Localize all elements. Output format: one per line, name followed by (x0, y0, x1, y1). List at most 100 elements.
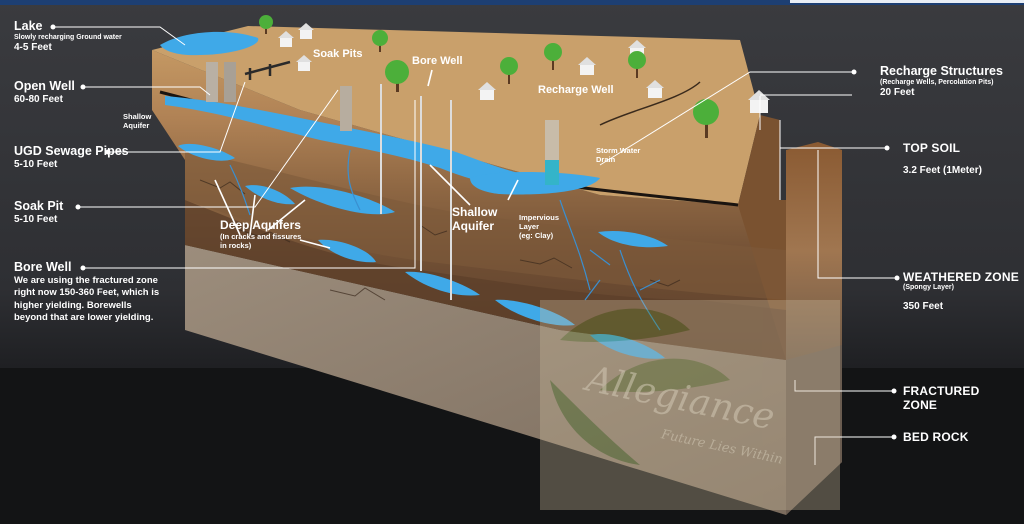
recharge-well-inner-label: Recharge Well (538, 84, 614, 96)
top-accent-light (790, 0, 1024, 3)
ugd-sewage-title: UGD Sewage Pipes (14, 144, 129, 158)
recharge-structures-depth: 20 Feet (880, 87, 915, 99)
recharge-structures-title: Recharge Structures (880, 64, 1003, 78)
house-icon (646, 80, 664, 98)
tree-icon (693, 99, 719, 138)
open-well-title: Open Well (14, 79, 75, 93)
soak-pit-shaft (340, 86, 352, 131)
shallow-aquifer-big-line: Shallow (452, 205, 498, 219)
leader-lines (55, 26, 895, 465)
open-well-label: Open Well 60-80 Feet (14, 79, 75, 106)
lake-title: Lake (14, 19, 43, 33)
weathered-side (786, 142, 842, 360)
bore-well-desc-line: We are using the fractured zone (14, 275, 158, 286)
deep-aquifers-sub-line: in rocks) (220, 241, 252, 251)
shallow-aquifer-small-line: Shallow (123, 112, 152, 121)
bore-well-label: Bore Well We are using the fractured zon… (14, 260, 159, 324)
recharge-structures-label: Recharge Structures (Recharge Wells, Per… (880, 64, 1003, 99)
recharge-pool (470, 172, 600, 195)
fractured-zone-title-line2: ZONE (903, 398, 938, 413)
label-dot (891, 388, 897, 394)
weathered-zone-title: WEATHERED ZONE (903, 270, 1019, 284)
house-icon (278, 31, 294, 47)
bore-well-title: Bore Well (14, 260, 72, 274)
ugd-sewage-label: UGD Sewage Pipes 5-10 Feet (14, 144, 129, 171)
bore-well-desc-line: right now 150-360 Feet, which is (14, 287, 160, 299)
deep-aquifers-sub-line: (In cracks and fissures (220, 232, 302, 242)
deep-aquifers-label: Deep Aquifers (In cracks and fissures in… (220, 218, 301, 250)
deep-aquifer-lens (405, 271, 480, 296)
lake-water (160, 31, 259, 56)
bedrock-layer (185, 245, 842, 515)
deep-aquifer-lens (598, 230, 668, 248)
storm-water-line: Storm Water (596, 146, 641, 155)
shallow-aquifer-small-line: Aquifer (123, 121, 150, 130)
bed-rock-label: BED ROCK (903, 430, 969, 444)
tree-icon (628, 51, 646, 78)
soak-pit-label: Soak Pit 5-10 Feet (14, 199, 63, 226)
lake-depth: 4-5 Feet (14, 42, 52, 54)
watermark-logo (540, 300, 840, 510)
impervious-line: Layer (519, 222, 540, 231)
soak-pit-depth: 5-10 Feet (14, 214, 58, 225)
sewage-pipe (244, 60, 291, 80)
storm-water-line: Drain (596, 155, 616, 164)
bedrock-side (786, 340, 842, 515)
weathered-zone-band (185, 150, 786, 300)
label-dot (851, 69, 857, 75)
label-dot (105, 149, 111, 155)
label-dot (884, 145, 890, 151)
impervious-layer-label: Impervious Layer (eg: Clay) (519, 213, 559, 240)
deep-aquifer-lens (590, 334, 665, 359)
fractured-zone-title-line1: FRACTURED (903, 384, 980, 398)
label-dot (80, 84, 86, 90)
fractured-zone-label: FRACTURED ZONE (903, 384, 979, 413)
label-dot (891, 434, 897, 440)
bore-well-desc-line: beyond that are lower yielding. (14, 312, 154, 324)
soak-pit-title: Soak Pit (14, 199, 64, 213)
deep-aquifer-lens (318, 239, 376, 263)
recharge-structures-subtitle: (Recharge Wells, Percolation Pits) (880, 79, 994, 86)
house-icon (578, 57, 596, 75)
lake-label: Lake Slowly recharging Ground water 4-5 … (14, 19, 122, 54)
bore-well-pipe (450, 100, 452, 300)
soak-pits-inner-label: Soak Pits (313, 48, 363, 60)
house-icon (748, 90, 770, 113)
shallow-aquifer-water (165, 96, 540, 190)
house-icon (298, 23, 314, 39)
deep-aquifer-lens (495, 299, 575, 326)
label-dot (75, 204, 81, 210)
ugd-sewage-depth: 5-10 Feet (14, 159, 58, 170)
tree-icon (500, 57, 518, 84)
deep-aquifers-title: Deep Aquifers (220, 218, 301, 232)
tree-icon (372, 30, 388, 52)
open-well-shaft (224, 62, 236, 102)
lake-subtitle: Slowly recharging Ground water (14, 34, 122, 41)
soil-cracks (199, 179, 681, 301)
tree-icon (259, 15, 273, 34)
weathered-zone-depth: 350 Feet (903, 300, 944, 312)
open-well-depth: 60-80 Feet (14, 94, 63, 105)
water-fissures (229, 149, 661, 331)
label-dot (50, 24, 56, 30)
weathered-zone-subtitle: (Spongy Layer) (903, 284, 954, 292)
pointer-arrows (214, 69, 519, 249)
storm-drain-line (599, 81, 701, 126)
impervious-line: Impervious (519, 213, 560, 222)
top-soil-depth: 3.2 Feet (1Meter) (903, 165, 982, 176)
top-soil-label: TOP SOIL (903, 141, 960, 155)
shallow-aquifer-big-line: Aquifer (452, 219, 494, 234)
label-dot (80, 265, 86, 271)
house-icon (478, 82, 496, 100)
shallow-aquifer-small-label: Shallow Aquifer (123, 112, 151, 130)
deep-aquifer-lens (245, 185, 295, 205)
bed-rock-title: BED ROCK (903, 430, 969, 444)
tree-icon (544, 43, 562, 70)
bore-well-pipe (380, 84, 382, 214)
tree-icon (385, 60, 409, 92)
top-soil-title: TOP SOIL (903, 141, 961, 155)
house-icon (296, 55, 312, 71)
shallow-aquifer-big-label: Shallow Aquifer (452, 205, 497, 234)
recharge-well-water (545, 160, 559, 185)
